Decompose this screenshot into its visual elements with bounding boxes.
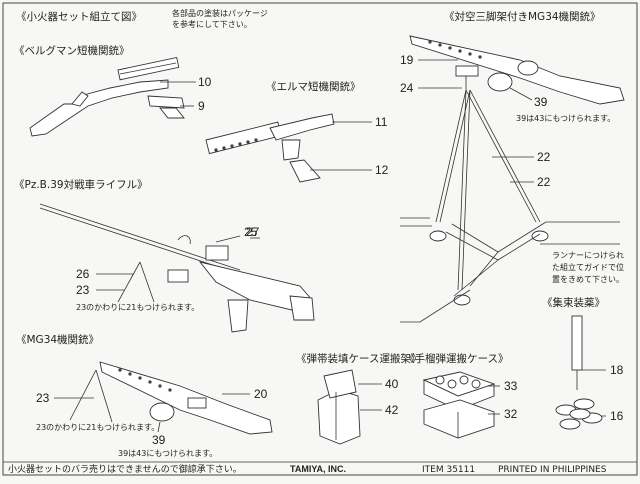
part-number-22a: 22: [537, 150, 551, 164]
part-number-11: 11: [375, 115, 388, 129]
erma-smg-drawing: [205, 113, 335, 183]
part-number-20: 20: [254, 387, 268, 401]
part-number-18: 18: [610, 363, 624, 377]
part-number-24: 24: [400, 81, 414, 95]
section-bundle-title: 《集束装薬》: [542, 296, 605, 309]
section-ammo-case-title: 《弾帯装填ケース運搬架》: [296, 352, 421, 365]
leader-39-mg: [157, 421, 161, 433]
part-number-39-mg: 39: [152, 433, 166, 447]
footer-disclaimer: 小火器セットのバラ売りはできませんので御諒承下さい。: [8, 463, 242, 475]
part-number-25: 25: [244, 225, 258, 239]
pzb39-rifle-drawing: [39, 203, 315, 333]
part-number-42: 42: [385, 403, 399, 417]
part-number-27: 27: [246, 225, 260, 239]
mg-note-23: 23のかわりに21もつけられます。: [36, 423, 159, 432]
part-number-40: 40: [385, 377, 399, 391]
runner-note-line3: 置をきめて下さい。: [552, 275, 624, 284]
bergmann-smg-drawing: [29, 56, 185, 137]
part-number-39-aa: 39: [534, 95, 548, 109]
part-number-10: 10: [198, 75, 212, 89]
part-number-33: 33: [504, 379, 518, 393]
section-grenade-case-title: 《手榴弾運搬ケース》: [404, 352, 508, 365]
grenade-case-drawing: [422, 371, 496, 439]
part-number-23-mg: 23: [36, 391, 50, 405]
sheet-border: [2, 2, 638, 476]
sheet-title: 《小火器セット組立て図》: [16, 10, 142, 23]
aa-note-39: 39は43にもつけられます。: [516, 114, 615, 123]
section-pzb39-title: 《Pz.B.39対戦車ライフル》: [14, 178, 148, 191]
runner-note-line1: ランナーにつけられ: [552, 251, 624, 260]
part-number-19: 19: [400, 53, 414, 67]
section-erma-title: 《エルマ短機関銃》: [266, 80, 361, 93]
part-number-32: 32: [504, 407, 518, 421]
footer-brand: TAMIYA, INC.: [290, 464, 346, 474]
paint-note-line1: 各部品の塗装はパッケージ: [172, 8, 268, 18]
part-number-12: 12: [375, 163, 389, 177]
part-number-22b: 22: [537, 175, 551, 189]
runner-note-line2: た組立てガイドで位: [552, 262, 624, 272]
part-number-26: 26: [76, 267, 90, 281]
section-mg34-title: 《MG34機関銃》: [16, 333, 99, 346]
pzb-note-23: 23のかわりに21もつけられます。: [76, 303, 199, 312]
leader-25: [215, 235, 241, 243]
ammo-case-carrier-drawing: [317, 369, 361, 445]
section-mg34-aa-title: 《対空三脚架付きMG34機関銃》: [444, 10, 601, 23]
section-bergmann-title: 《ベルグマン短機関銃》: [14, 44, 130, 57]
part-number-23-pzb: 23: [76, 283, 90, 297]
part-number-9: 9: [198, 99, 205, 113]
mg-note-39: 39は43にもつけられます。: [118, 449, 217, 458]
footer-printed: PRINTED IN PHILIPPINES: [498, 465, 607, 475]
mg34-drawing: [69, 361, 273, 435]
bundle-charge-drawing: [555, 315, 603, 430]
paint-note-line2: を参考にして下さい。: [172, 19, 252, 29]
mg34-aa-tripod-drawing: [400, 35, 625, 323]
leader-39-aa: [509, 87, 533, 101]
footer-item: ITEM 35111: [422, 465, 475, 475]
part-number-16: 16: [610, 409, 624, 423]
